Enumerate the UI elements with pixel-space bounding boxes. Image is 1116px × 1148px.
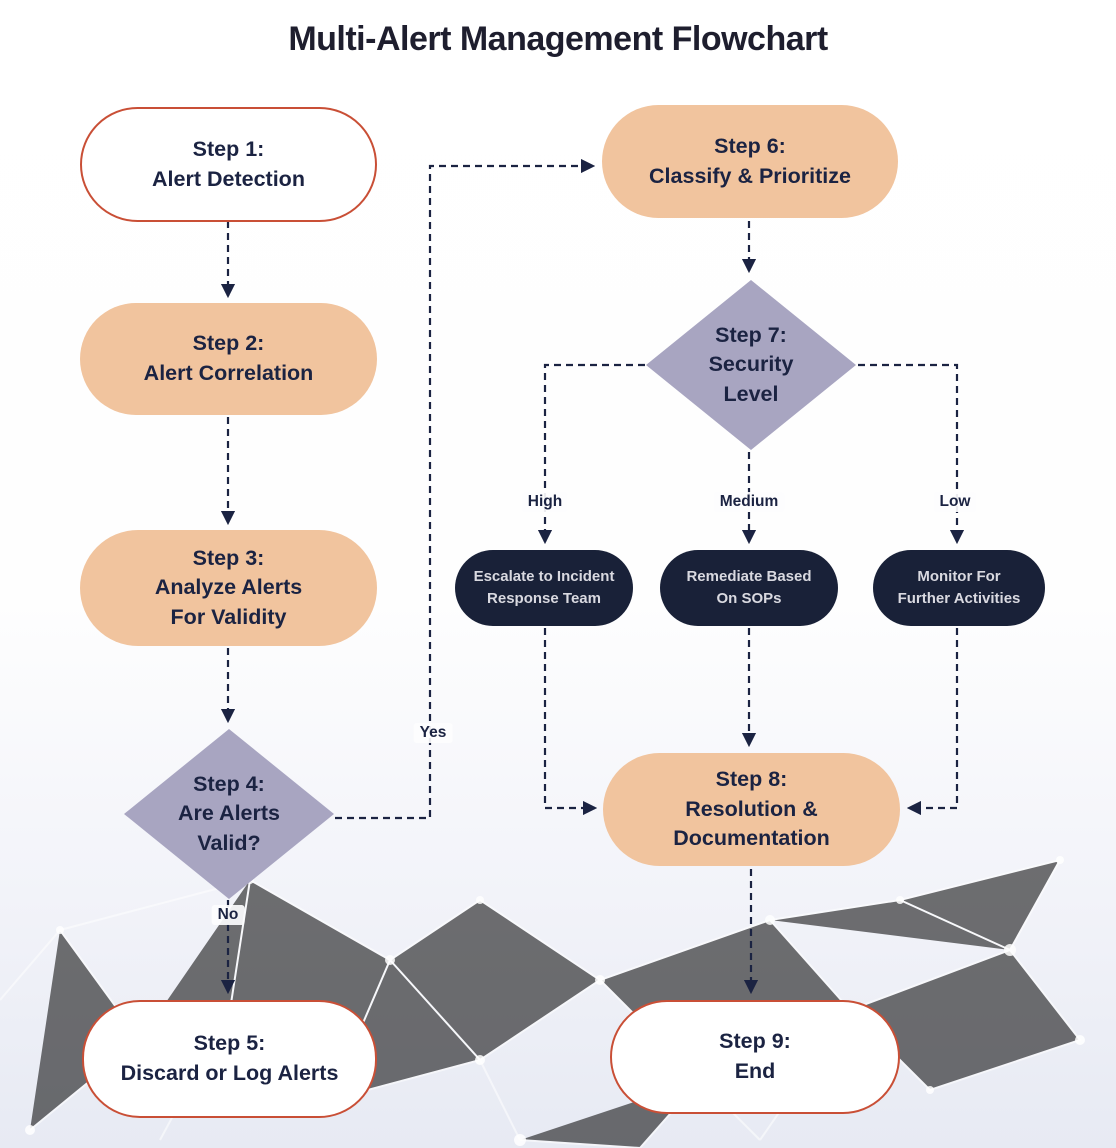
node-label: Step 4: Are Alerts Valid? xyxy=(178,771,280,855)
page-title: Multi-Alert Management Flowchart xyxy=(288,20,828,58)
edge-label-no: No xyxy=(211,905,245,925)
node-label: Step 6: Classify & Prioritize xyxy=(649,133,851,188)
node-label: Escalate to Incident Response Team xyxy=(473,568,615,607)
edge-label-low: Low xyxy=(933,492,977,512)
node-step6: Step 6: Classify & Prioritize xyxy=(602,105,898,218)
node-label: Step 9: End xyxy=(719,1029,791,1083)
edge-label-high: High xyxy=(521,492,569,512)
node-action-medium: Remediate Based On SOPs xyxy=(660,550,838,626)
edge-low-step8 xyxy=(906,628,959,816)
node-label: Step 2: Alert Correlation xyxy=(143,331,314,385)
node-label: Step 8: Resolution & Documentation xyxy=(673,767,830,851)
node-step5: Step 5: Discard or Log Alerts xyxy=(82,1000,377,1118)
node-label: Remediate Based On SOPs xyxy=(686,568,812,607)
edge-step7-high xyxy=(537,363,645,545)
node-step2: Step 2: Alert Correlation xyxy=(80,303,377,415)
node-action-high: Escalate to Incident Response Team xyxy=(455,550,633,626)
node-step8: Step 8: Resolution & Documentation xyxy=(603,753,900,866)
edge-step4-yes-step6 xyxy=(335,158,596,820)
node-label: Step 3: Analyze Alerts For Validity xyxy=(154,545,303,629)
node-step9: Step 9: End xyxy=(610,1000,900,1114)
edge-step7-low xyxy=(858,363,965,545)
node-step1: Step 1: Alert Detection xyxy=(80,107,377,222)
edge-label-medium: Medium xyxy=(713,492,785,512)
edge-label-yes: Yes xyxy=(413,723,453,743)
node-label: Step 7: Security Level xyxy=(708,322,794,406)
node-step3: Step 3: Analyze Alerts For Validity xyxy=(80,530,377,646)
node-label: Step 5: Discard or Log Alerts xyxy=(120,1031,339,1085)
node-label: Monitor For Further Activities xyxy=(897,568,1021,607)
edge-high-step8 xyxy=(543,628,598,816)
node-action-low: Monitor For Further Activities xyxy=(873,550,1045,626)
node-label: Step 1: Alert Detection xyxy=(152,136,305,191)
